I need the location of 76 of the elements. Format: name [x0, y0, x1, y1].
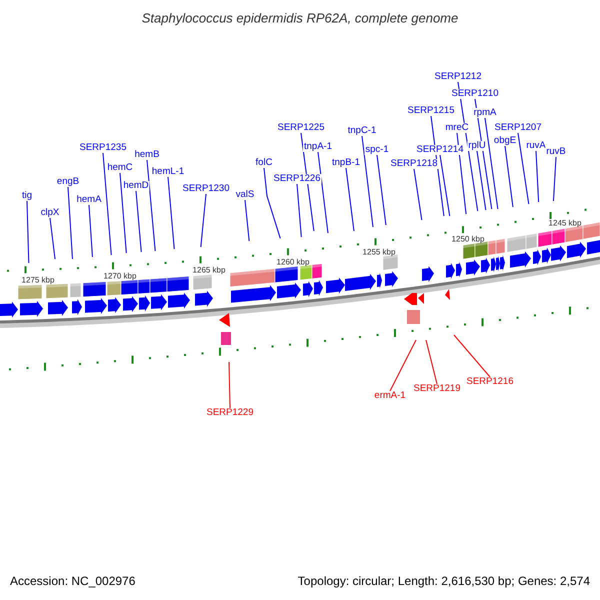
gene-label: clpX [40, 208, 60, 218]
title: Staphylococcus epidermidis RP62A, complete genome [142, 10, 458, 26]
gene-label: SERP1216 [466, 377, 514, 387]
gene-label: spc-1 [364, 145, 390, 155]
gene-label: SERP1229 [206, 408, 254, 418]
scale-label: 1260 kbp [276, 257, 310, 266]
gene-label: SERP1218 [390, 159, 438, 169]
gene-label: SERP1215 [406, 106, 456, 116]
gene-label: tnpA-1 [303, 142, 333, 152]
gene-label: valS [234, 190, 256, 200]
leader-line [146, 160, 156, 252]
gene-label: hemL-1 [150, 167, 186, 177]
leader-line [518, 132, 530, 205]
leader-line [200, 194, 206, 248]
footer-text: Topology: circular; Length: 2,616,530 bp; Genes: 2,574 [298, 574, 590, 588]
leader-line [476, 150, 486, 211]
leader-line [26, 200, 30, 264]
leader-line [244, 200, 250, 242]
leader-line [318, 152, 328, 234]
leader-line [300, 132, 314, 232]
gene-label: SERP1235 [78, 143, 128, 153]
leader-line [426, 340, 438, 384]
gene-label: mreC [444, 123, 470, 133]
leader-line [376, 154, 386, 226]
leader-line [414, 168, 422, 221]
leader-line [484, 118, 498, 210]
leader-line [228, 362, 230, 408]
gene-label: SERP1212 [434, 72, 482, 82]
gene-label: SERP1207 [494, 123, 542, 133]
scale-label: 1250 kbp [452, 234, 484, 244]
leader-line [296, 184, 302, 238]
gene-label: engB [56, 177, 80, 187]
scale-label: 1265 kbp [192, 265, 226, 274]
footer-text: Accession: NC_002976 [10, 574, 136, 588]
gene-label: SERP1214 [416, 145, 464, 155]
gene-label: tnpB-1 [331, 158, 361, 168]
leader-line [346, 168, 354, 232]
leader-line [136, 190, 142, 253]
leader-line [362, 136, 374, 228]
gene-label: SERP1230 [182, 184, 230, 194]
gene-label: SERP1226 [272, 174, 322, 184]
leader-line [88, 204, 93, 258]
leader-line [120, 172, 127, 254]
gene-label: hemD [122, 181, 150, 191]
gene-label: ruvB [545, 147, 567, 157]
gene-label: hemC [106, 163, 134, 173]
gene-label: hemB [134, 150, 160, 160]
gene-label: ermA-1 [373, 391, 407, 401]
gene-label: obgE [492, 136, 518, 146]
leader-line [168, 176, 175, 250]
gene-label: hemA [76, 195, 102, 205]
gene-label: ruvA [525, 141, 547, 151]
scale-label: 1270 kbp [104, 271, 136, 280]
scale-label: 1245 kbp [548, 218, 582, 228]
leader-line [456, 132, 467, 215]
gene-label: SERP1210 [450, 89, 500, 99]
gene-label: folC [254, 158, 274, 168]
leader-line [264, 168, 281, 239]
leader-line [504, 146, 514, 208]
leader-line [536, 150, 540, 202]
gene-label: rpmA [472, 108, 498, 118]
gene-label: tig [20, 191, 34, 201]
gene-label: SERP1225 [276, 123, 326, 133]
leader-line [68, 186, 73, 260]
leader-line [102, 152, 112, 256]
leader-line [440, 154, 450, 217]
leader-line [454, 334, 490, 378]
scale-label: 1275 kbp [22, 275, 54, 284]
gene-label: tnpC-1 [346, 126, 378, 136]
leader-line [390, 340, 416, 392]
leader-line [474, 98, 492, 210]
scale-label: 1255 kbp [362, 247, 396, 256]
gene-label: SERP1219 [412, 384, 462, 394]
gene-label: rplU [467, 141, 487, 151]
leader-line [552, 156, 556, 202]
leader-line [50, 218, 56, 260]
